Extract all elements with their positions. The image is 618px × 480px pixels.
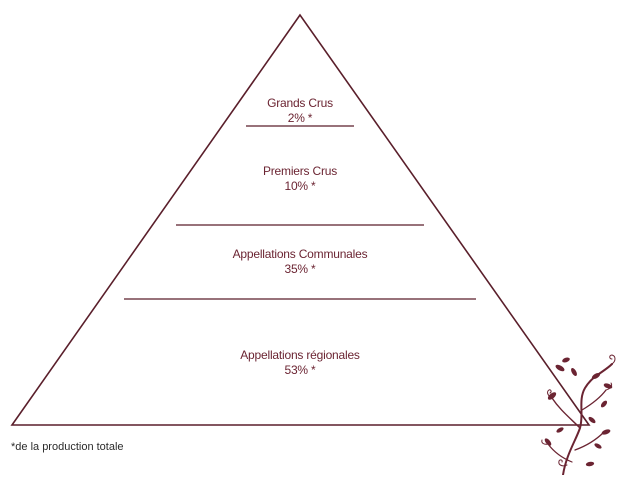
tier-share: 35% * bbox=[284, 262, 316, 276]
tier-name: Appellations Communales bbox=[232, 247, 368, 261]
pyramid-outline bbox=[10, 13, 591, 426]
tier-share: 53% * bbox=[284, 363, 316, 377]
tier-grands-crus: Grands Crus 2% * bbox=[170, 96, 430, 126]
tier-share: 10% * bbox=[284, 179, 316, 193]
tier-appellations-regionales: Appellations régionales 53% * bbox=[170, 348, 430, 378]
tier-appellations-communales: Appellations Communales 35% * bbox=[170, 247, 430, 277]
tier-premiers-crus: Premiers Crus 10% * bbox=[170, 164, 430, 194]
vine-branch-icon bbox=[541, 354, 616, 476]
tier-name: Appellations régionales bbox=[240, 348, 360, 362]
tier-name: Grands Crus bbox=[267, 96, 333, 110]
tier-share: 2% * bbox=[287, 111, 313, 125]
footnote: *de la production totale bbox=[11, 441, 124, 453]
tier-name: Premiers Crus bbox=[262, 164, 338, 178]
